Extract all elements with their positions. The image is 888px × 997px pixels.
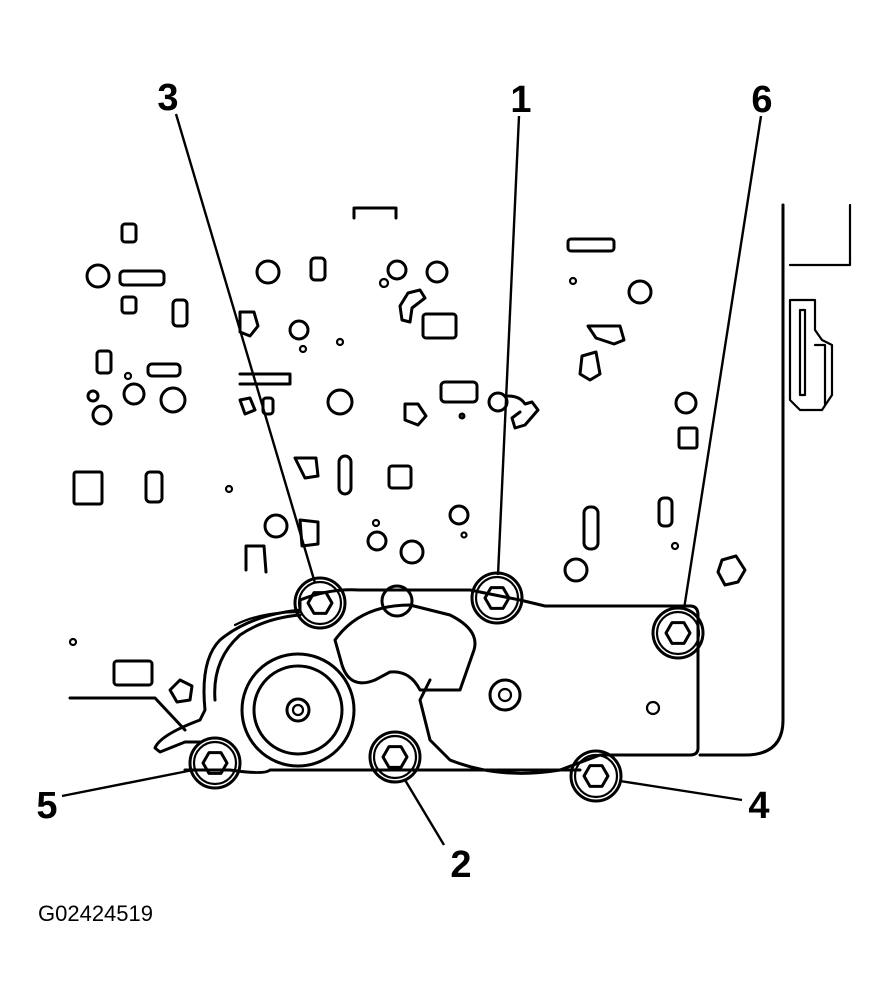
bolt-icon (651, 606, 705, 660)
bolt-icon (368, 730, 422, 784)
leader-2 (403, 779, 446, 846)
leader-3 (174, 113, 317, 584)
bolt-2 (368, 730, 422, 784)
bolt-icon (569, 749, 623, 803)
bolt-3 (293, 576, 347, 630)
callout-4: 4 (748, 785, 769, 827)
housing-side-plate (698, 203, 852, 757)
callout-1: 1 (510, 79, 531, 121)
bolt-icon (188, 736, 242, 790)
callout-2: 2 (450, 844, 471, 886)
bolt-4 (569, 749, 623, 803)
callout-5: 5 (36, 785, 57, 827)
leader-5 (61, 768, 194, 798)
valve-body-passages (68, 206, 747, 647)
bolt-icon (293, 576, 347, 630)
leader-6 (682, 115, 763, 610)
figure-id: G02424519 (38, 901, 153, 926)
leader-1 (496, 115, 521, 576)
callout-6: 6 (751, 79, 772, 121)
leader-lines (61, 113, 763, 846)
leader-4 (619, 779, 743, 802)
cover-plate (68, 584, 700, 775)
bolt-6 (651, 606, 705, 660)
bolt-5 (188, 736, 242, 790)
callout-3: 3 (157, 77, 178, 119)
